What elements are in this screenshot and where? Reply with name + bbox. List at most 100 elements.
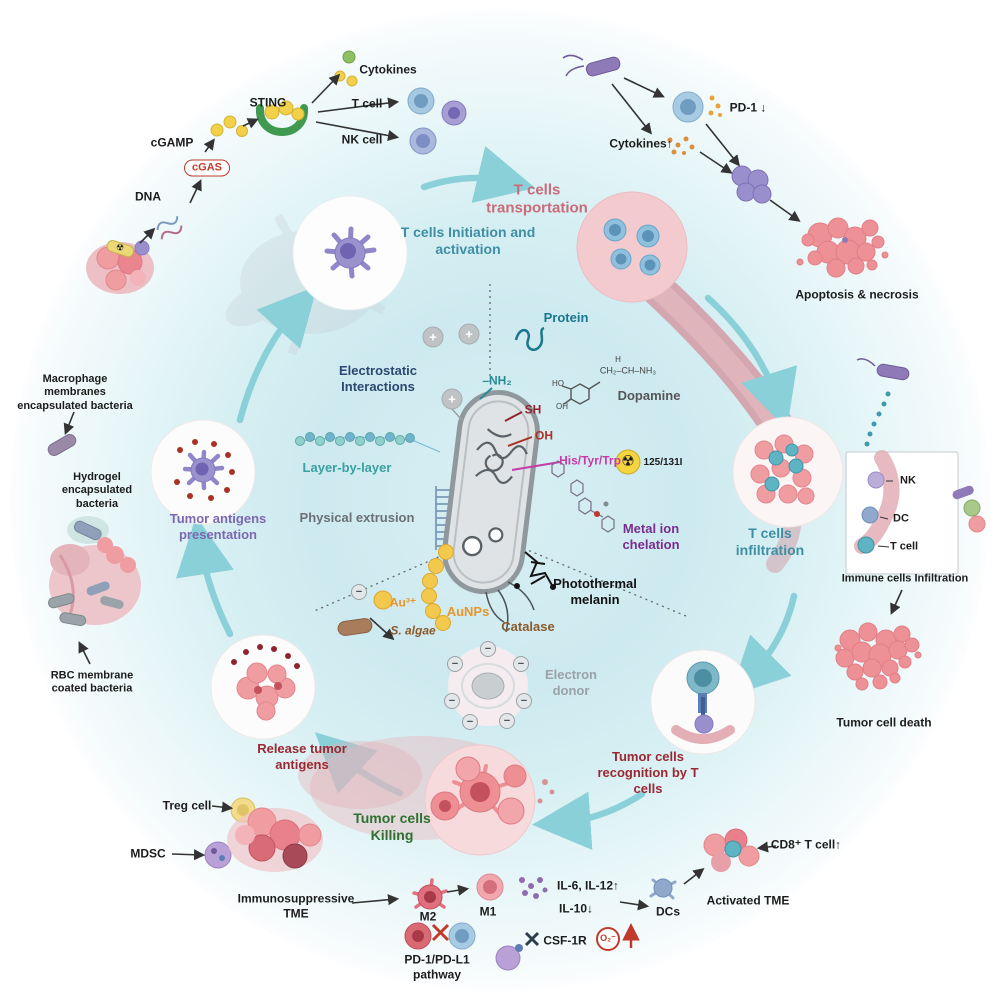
label-sh: SH bbox=[524, 402, 542, 417]
cycle-arrows bbox=[175, 146, 798, 850]
minus-icon: − bbox=[484, 643, 492, 655]
label-pd1-pdl1-pathway: PD-1/PD-L1 pathway bbox=[404, 952, 470, 981]
layer-by-layer-beads bbox=[295, 432, 441, 453]
radio-bacterium-icon bbox=[106, 240, 135, 258]
minus-icon: − bbox=[355, 586, 363, 598]
label-immune-infiltration: Immune cells Infiltration bbox=[841, 572, 969, 585]
left-bacteria-icons bbox=[47, 434, 109, 544]
protein-icon bbox=[514, 326, 545, 351]
label-aunps: AuNPs bbox=[446, 604, 490, 620]
radioisotope-circle bbox=[615, 449, 641, 475]
label-treg: Treg cell bbox=[162, 798, 212, 813]
dopamine-structure-icon bbox=[561, 381, 601, 405]
label-electron-donor: Electron donor bbox=[544, 667, 597, 698]
label-t-cells-transportation: T cells transportation bbox=[486, 181, 588, 217]
label-physical-extrusion: Physical extrusion bbox=[299, 510, 415, 526]
metal-ion-dot bbox=[594, 511, 600, 517]
csf1r-x-icon bbox=[524, 931, 540, 947]
label-oh: OH bbox=[535, 428, 553, 443]
label-cd8-t-cell: CD8⁺ T cell↑ bbox=[770, 837, 842, 852]
label-dna: DNA bbox=[135, 189, 161, 204]
label-m2: M2 bbox=[419, 909, 437, 924]
label-dopamine-formula: CH₂–CH–NH₃ bbox=[599, 365, 657, 376]
label-protein: Protein bbox=[543, 310, 589, 326]
label-layer-by-layer: Layer-by-layer bbox=[302, 460, 392, 476]
nk-cell-icon bbox=[409, 127, 437, 155]
stage-circle-recognition bbox=[650, 649, 756, 755]
dna-fragments-icon bbox=[156, 216, 183, 240]
plus-icon: + bbox=[448, 391, 456, 407]
mdsc-cell-icon bbox=[204, 841, 232, 869]
plus-icon: + bbox=[429, 329, 437, 345]
label-isotope: 125/131I bbox=[643, 456, 683, 468]
stage-circle-killing bbox=[298, 736, 555, 856]
label-dc: DC bbox=[893, 512, 909, 525]
tumor-death-cluster bbox=[834, 622, 922, 691]
necrosis-cluster bbox=[796, 217, 889, 278]
t-cell-icon bbox=[407, 87, 467, 126]
label-tumor-cells-killing: Tumor cells Killing bbox=[353, 809, 431, 843]
label-rbc-membrane: RBC membrane coated bacteria bbox=[50, 669, 134, 695]
electron-badge bbox=[351, 584, 367, 600]
bacterial-dna-icon bbox=[475, 428, 528, 484]
t-cell-small-icon bbox=[857, 536, 875, 554]
flagella-icon bbox=[485, 581, 535, 633]
cytokine-dots bbox=[334, 50, 358, 87]
label-tumor-cell-death: Tumor cell death bbox=[836, 715, 932, 730]
label-cytokines: Cytokines bbox=[359, 62, 417, 77]
chelation-structures bbox=[551, 460, 615, 533]
label-m1: M1 bbox=[479, 904, 497, 919]
tl-tumor-bacteria bbox=[86, 240, 154, 294]
label-cytokines-up: Cytokines↑ bbox=[609, 136, 673, 151]
activated-tme-cluster bbox=[703, 828, 760, 872]
label-il6-il12: IL-6, IL-12↑ bbox=[556, 878, 620, 893]
pd1-pdl1-cells bbox=[404, 922, 476, 950]
s-algae-icon bbox=[337, 618, 373, 636]
connector bbox=[451, 408, 463, 421]
released-antigen-dots bbox=[231, 644, 300, 669]
dying-tumor-cells bbox=[430, 756, 555, 825]
m1-cell-icon bbox=[476, 873, 504, 901]
cgas-pill: cGAS bbox=[184, 159, 230, 177]
o2-radical-badge: O₂⁻ bbox=[596, 927, 620, 951]
label-metal-chelation: Metal ion chelation bbox=[622, 521, 680, 552]
label-nk-cell: NK cell bbox=[341, 132, 383, 147]
minus-icon: − bbox=[503, 715, 511, 727]
sting-cgamp-dots bbox=[264, 100, 305, 121]
stage-circle-presentation bbox=[150, 419, 256, 525]
stage-circle-initiation bbox=[292, 195, 408, 311]
label-s-algae: S. algae bbox=[390, 623, 436, 638]
label-nh2: –NH₂ bbox=[482, 373, 512, 388]
antigen-icon bbox=[694, 714, 714, 734]
infiltration-box bbox=[845, 450, 959, 575]
label-dcs: DCs bbox=[655, 904, 681, 919]
label-tumor-recognition: Tumor cells recognition by T cells bbox=[597, 749, 699, 796]
label-ho: HO bbox=[552, 379, 564, 389]
antigen-dots bbox=[174, 439, 235, 501]
label-mdsc: MDSC bbox=[130, 846, 166, 861]
label-photothermal-melanin: Photothermal melanin bbox=[553, 576, 637, 607]
sector-dashed-lines bbox=[311, 284, 687, 617]
label-sting: STING bbox=[249, 95, 287, 110]
label-electrostatic: Electrostatic Interactions bbox=[338, 363, 418, 394]
cycle-arrow-transport-to-infiltration bbox=[704, 294, 798, 430]
pd1-cell-icon bbox=[672, 91, 722, 123]
metal-ion-dot2 bbox=[603, 501, 609, 507]
label-cgamp: cGAMP bbox=[150, 135, 194, 150]
label-nk: NK bbox=[900, 474, 916, 487]
secretion-trail-dots bbox=[864, 391, 891, 447]
au3-nanoparticle-icon bbox=[373, 590, 393, 610]
minus-icon: − bbox=[448, 695, 456, 707]
label-t-cells-initiation: T cells Initiation and activation bbox=[400, 223, 536, 257]
label-t-cells-infiltration: T cells infiltration bbox=[735, 524, 805, 558]
dc-cell-icon-bottom bbox=[649, 878, 677, 900]
radioactive-icon: ☢ bbox=[115, 242, 125, 253]
label-t-cell: T cell bbox=[351, 96, 383, 111]
label-apoptosis-necrosis: Apoptosis & necrosis bbox=[795, 287, 919, 302]
label-t-cell-box: T cell bbox=[889, 540, 919, 553]
minus-icon: − bbox=[517, 658, 525, 670]
dc-cell-small-icon bbox=[861, 506, 879, 524]
nk-cell-small-icon bbox=[867, 471, 885, 489]
